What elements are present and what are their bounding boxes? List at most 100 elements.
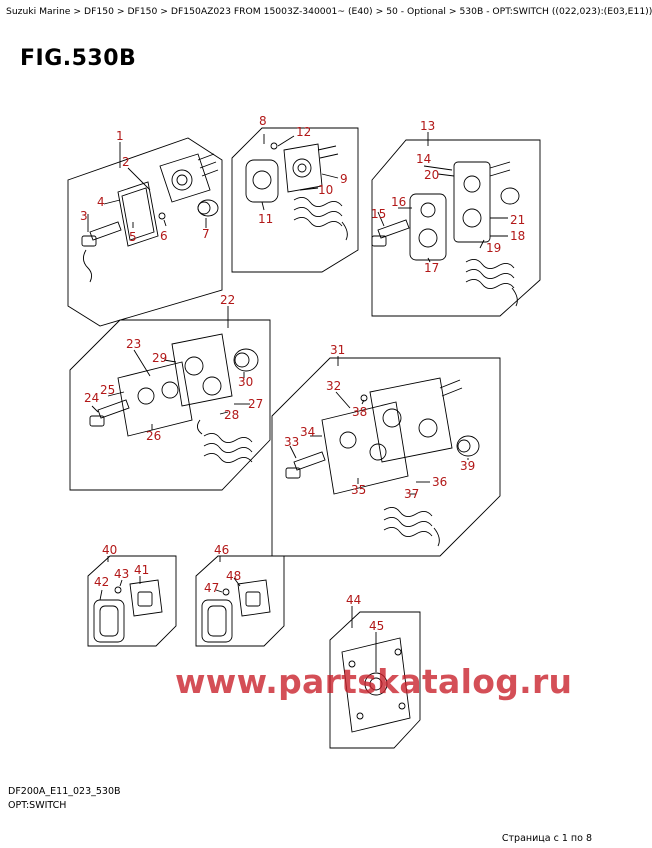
panel-plate-11: [245, 159, 279, 203]
leader-11: [261, 201, 265, 211]
callout-29[interactable]: 29: [152, 351, 167, 365]
switch-assembly-40: [87, 555, 177, 647]
leader-29: [163, 359, 177, 363]
callout-11[interactable]: 11: [258, 212, 273, 226]
breadcrumb-item-optional[interactable]: 50 - Optional: [386, 6, 446, 17]
callout-18[interactable]: 18: [510, 229, 525, 243]
callout-30[interactable]: 30: [238, 375, 253, 389]
plate-hole-c: [356, 712, 364, 720]
panel-slot-46: [207, 605, 227, 637]
callout-20[interactable]: 20: [424, 168, 439, 182]
page-counter: Страница с 1 по 8: [501, 833, 592, 844]
panel-hole-26b: [161, 381, 179, 399]
callout-6[interactable]: 6: [160, 229, 168, 243]
cap-39: [456, 435, 480, 457]
switch-knob: [171, 169, 193, 191]
callout-labels: 1 2 3 4 5 6 7 8 9 10 11 12 13 14 15 16 1…: [80, 114, 525, 633]
switch-body: [159, 153, 211, 203]
panel-plate-40: [93, 599, 125, 643]
callout-9[interactable]: 9: [340, 172, 348, 186]
callout-16[interactable]: 16: [391, 195, 406, 209]
callout-14[interactable]: 14: [416, 152, 431, 166]
breadcrumb-item-suzuki-marine[interactable]: Suzuki Marine: [6, 6, 71, 17]
callout-5[interactable]: 5: [129, 230, 137, 244]
callout-40[interactable]: 40: [102, 543, 117, 557]
callout-36[interactable]: 36: [432, 475, 447, 489]
callout-37[interactable]: 37: [404, 487, 419, 501]
callout-28[interactable]: 28: [224, 408, 239, 422]
callout-22[interactable]: 22: [220, 293, 235, 307]
breadcrumb-item-current: 530B - OPT:SWITCH ((022,023):(E03,E11)): [459, 6, 652, 17]
callout-24[interactable]: 24: [84, 391, 99, 405]
screw-12: [270, 142, 278, 150]
callout-10[interactable]: 10: [318, 183, 333, 197]
callout-27[interactable]: 27: [248, 397, 263, 411]
leader-14: [423, 165, 453, 171]
callout-35[interactable]: 35: [351, 483, 366, 497]
figure-caption: OPT:SWITCH: [8, 800, 67, 811]
callout-3[interactable]: 3: [80, 209, 88, 223]
callout-31[interactable]: 31: [330, 343, 345, 357]
panel-hole-35a: [339, 431, 357, 449]
callout-45[interactable]: 45: [369, 619, 384, 633]
callout-4[interactable]: 4: [97, 195, 105, 209]
callout-41[interactable]: 41: [134, 563, 149, 577]
lanyard-clip-19: [511, 287, 518, 307]
callout-13[interactable]: 13: [420, 119, 435, 133]
group-frame-22: [69, 319, 271, 491]
callout-25[interactable]: 25: [100, 383, 115, 397]
callout-43[interactable]: 43: [114, 567, 129, 581]
parts-diagram: 1 2 3 4 5 6 7 8 9 10 11 12 13 14 15 16 1…: [67, 114, 541, 749]
callout-42[interactable]: 42: [94, 575, 109, 589]
callout-38[interactable]: 38: [352, 405, 367, 419]
panel-plate-inner: [121, 187, 155, 241]
callout-33[interactable]: 33: [284, 435, 299, 449]
breadcrumb-item-df150-2[interactable]: DF150: [127, 6, 158, 17]
callout-7[interactable]: 7: [202, 227, 210, 241]
figure-title: FIG.530B: [20, 46, 137, 71]
group-frame-8: [231, 127, 359, 273]
callout-39[interactable]: 39: [460, 459, 475, 473]
leader-19: [479, 239, 485, 249]
breadcrumb-separator: >: [448, 6, 457, 17]
switch-body-21: [453, 161, 491, 243]
key-blade-24: [97, 399, 130, 419]
leader-2: [127, 167, 151, 191]
leader-24: [91, 405, 99, 413]
switch-body-36: [369, 377, 453, 463]
leader-15: [377, 211, 385, 227]
switch-face-48: [245, 591, 261, 607]
leader-23: [133, 349, 151, 377]
callout-21[interactable]: 21: [510, 213, 525, 227]
callout-34[interactable]: 34: [300, 425, 315, 439]
switch-knob-36a: [382, 408, 402, 428]
callout-32[interactable]: 32: [326, 379, 341, 393]
callout-19[interactable]: 19: [486, 241, 501, 255]
breadcrumb-item-df150[interactable]: DF150: [84, 6, 114, 17]
callout-8[interactable]: 8: [259, 114, 267, 128]
callout-46[interactable]: 46: [214, 543, 229, 557]
callout-26[interactable]: 26: [146, 429, 161, 443]
breadcrumb: Suzuki Marine > DF150 > DF150 > DF150AZ0…: [6, 6, 652, 18]
lanyard-clip-28: [197, 419, 203, 435]
callout-15[interactable]: 15: [371, 207, 386, 221]
callout-48[interactable]: 48: [226, 569, 241, 583]
callout-17[interactable]: 17: [424, 261, 439, 275]
screw-43: [114, 586, 122, 594]
callout-1[interactable]: 1: [116, 129, 124, 143]
breadcrumb-item-model[interactable]: DF150AZ023 FROM 15003Z-340001~ (E40): [170, 6, 373, 17]
callout-2[interactable]: 2: [122, 155, 130, 169]
callout-12[interactable]: 12: [296, 125, 311, 139]
switch-assembly-31: [271, 356, 501, 557]
callout-47[interactable]: 47: [204, 581, 219, 595]
leader-9: [321, 173, 339, 179]
panel-plate-46: [201, 599, 233, 643]
callout-23[interactable]: 23: [126, 337, 141, 351]
key-head-33: [285, 467, 301, 479]
switch-assembly-13: [371, 132, 541, 317]
panel-hole-35b: [369, 443, 387, 461]
callout-44[interactable]: 44: [346, 593, 361, 607]
switch-knob-36b: [418, 418, 438, 438]
wire-leads-9: [317, 145, 339, 159]
key-blade-33: [293, 451, 326, 471]
